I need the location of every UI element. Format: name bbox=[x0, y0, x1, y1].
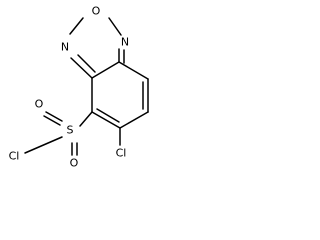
bond-s-o-top bbox=[45, 111, 63, 122]
atom-cl-ring: Cl bbox=[116, 147, 127, 160]
bond-s-o-top-double bbox=[43, 115, 61, 126]
bond-c3a-n-left-double bbox=[77, 54, 96, 73]
bond-n-left-o bbox=[69, 17, 84, 35]
atom-o-sulfonyl-bottom: O bbox=[70, 157, 79, 170]
atom-n-right: N bbox=[121, 36, 129, 49]
atom-cl-sulfonyl: Cl bbox=[9, 150, 20, 163]
bond-c3a-n-left bbox=[70, 57, 93, 79]
bond-s-cl bbox=[24, 136, 63, 154]
benzoxadiazole-sulfonyl-chloride-structure: O N N S O O Cl Cl bbox=[9, 5, 149, 170]
bond-c5-c4-double bbox=[96, 108, 120, 123]
atom-o-ring: O bbox=[92, 5, 101, 18]
atom-s: S bbox=[67, 124, 74, 137]
atom-n-left: N bbox=[61, 41, 69, 54]
bond-c3a-c7a bbox=[91, 61, 120, 79]
bond-c5-c4 bbox=[91, 111, 121, 129]
bond-c6-c5 bbox=[119, 111, 149, 129]
bond-c4-s bbox=[79, 111, 93, 127]
bond-c7a-c7 bbox=[118, 61, 149, 80]
atom-o-sulfonyl-top: O bbox=[35, 98, 44, 111]
bond-o-n-right bbox=[108, 17, 122, 36]
